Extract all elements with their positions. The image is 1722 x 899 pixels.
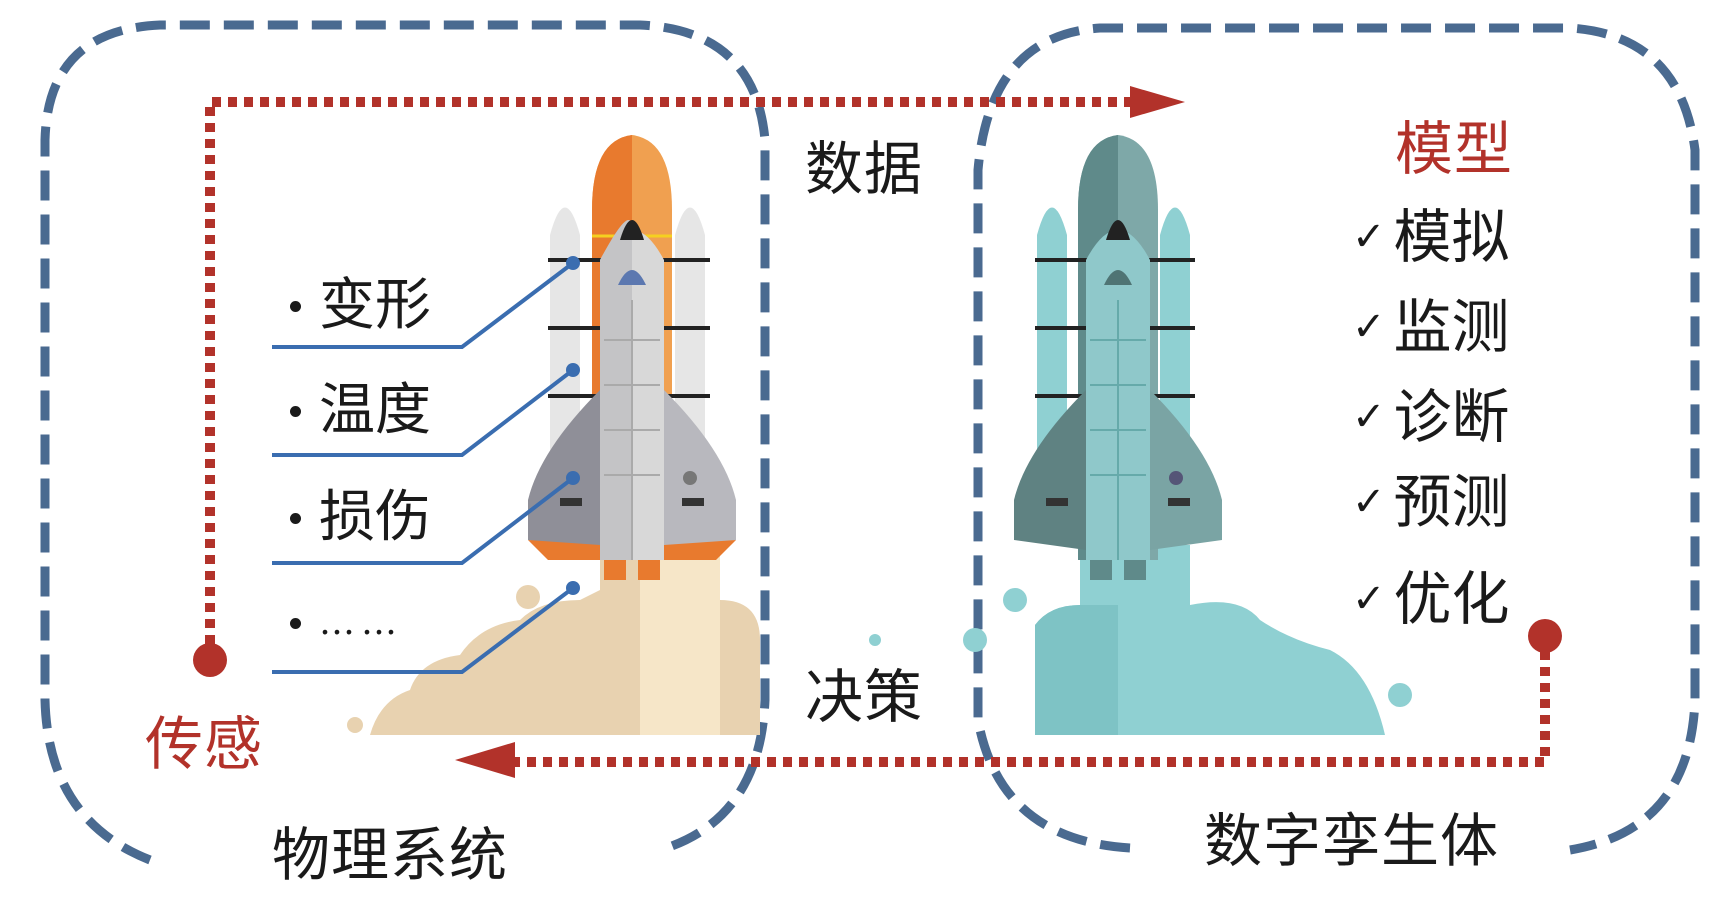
measurement-item: …… <box>290 605 403 641</box>
leader-line-deformation <box>272 261 575 349</box>
measurement-item: 变形 <box>290 278 431 334</box>
twin-exhaust-cloud-icon <box>1035 545 1385 735</box>
data-flow-line <box>205 97 1135 660</box>
leader-line-damage <box>272 476 575 565</box>
measurement-item: 损伤 <box>290 490 431 546</box>
model-heading: 模型 <box>1395 115 1514 183</box>
bullet-icon <box>290 405 301 417</box>
measurement-label: 损伤 <box>319 485 431 550</box>
digital-twin-title: 数字孪生体 <box>1190 812 1514 870</box>
check-icon: ✓ <box>1352 394 1386 440</box>
physical-system-frame <box>40 20 770 865</box>
check-icon: ✓ <box>1352 214 1386 260</box>
model-function-item: ✓ 优化 <box>1352 570 1510 628</box>
sensor-point-icon <box>566 471 580 485</box>
model-function-label: 诊断 <box>1393 383 1510 451</box>
decision-flow-line <box>510 635 1550 767</box>
bullet-icon <box>290 617 301 629</box>
optimization-node <box>1528 619 1562 653</box>
digital-twin-rocket-illustration <box>869 135 1412 735</box>
sensor-point-icon <box>566 581 580 595</box>
model-function-item: ✓ 预测 <box>1352 473 1510 531</box>
check-icon: ✓ <box>1352 304 1386 350</box>
measurement-label: 温度 <box>319 378 431 443</box>
check-icon: ✓ <box>1352 576 1386 622</box>
physical-system-title: 物理系统 <box>272 821 509 889</box>
model-function-label: 监测 <box>1393 293 1510 361</box>
bullet-icon <box>290 512 301 524</box>
measurement-item: 温度 <box>290 383 431 439</box>
model-function-item: ✓ 诊断 <box>1352 388 1510 446</box>
measurement-leaders <box>272 261 575 674</box>
data-flow-arrowhead <box>1130 86 1185 118</box>
sensor-point-icon <box>566 256 580 270</box>
model-function-item: ✓ 模拟 <box>1352 208 1510 266</box>
data-flow-label: 数据 <box>805 135 924 203</box>
model-function-label: 预测 <box>1393 468 1510 536</box>
measurement-label: …… <box>319 602 403 643</box>
bullet-icon <box>290 300 301 312</box>
sensing-label: 传感 <box>145 710 264 778</box>
decision-flow-label: 决策 <box>805 663 924 731</box>
leader-line-temperature <box>272 368 575 457</box>
sensor-point-icon <box>566 363 580 377</box>
physical-rocket-illustration <box>347 135 760 735</box>
digital-twin-frame <box>973 23 1700 855</box>
sensing-node <box>193 643 227 677</box>
leader-line-more <box>272 586 575 674</box>
model-function-label: 模拟 <box>1393 203 1510 271</box>
check-icon: ✓ <box>1352 479 1386 525</box>
measurement-label: 变形 <box>319 273 431 338</box>
model-function-label: 优化 <box>1393 565 1510 633</box>
decision-flow-arrowhead <box>455 742 515 778</box>
model-function-item: ✓ 监测 <box>1352 298 1510 356</box>
